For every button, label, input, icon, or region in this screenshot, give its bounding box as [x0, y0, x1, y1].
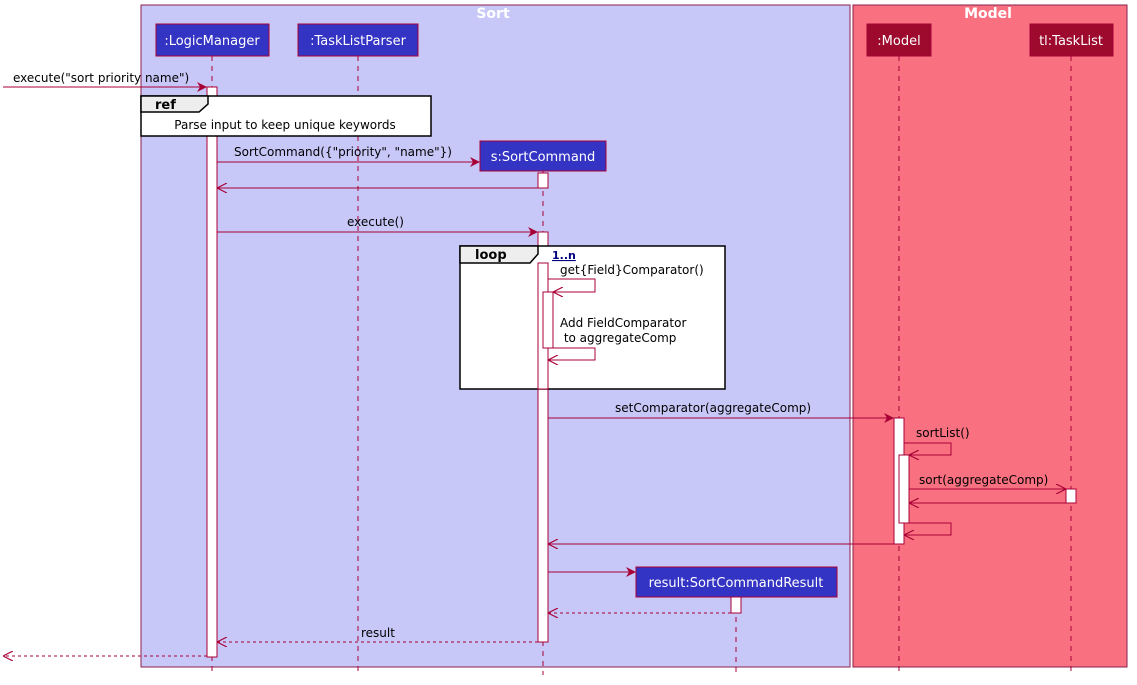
group-model: Model [852, 4, 1128, 668]
ref-frame-text: Parse input to keep unique keywords [174, 118, 395, 132]
arrow-sort-list [904, 442, 952, 455]
message-execute-sort: execute("sort priority name") [13, 71, 189, 85]
messages [3, 82, 1066, 656]
message-sort-list: sortList() [916, 426, 970, 440]
message-execute: execute() [347, 215, 404, 229]
loop-frame-guard: 1..n [552, 249, 576, 262]
message-get-field-comparator: get{Field}Comparator() [560, 263, 704, 277]
loop-frame-label: loop [475, 248, 507, 263]
participant-sort-command-result: result:SortCommandResult [635, 566, 838, 598]
activation-task-list [1065, 488, 1077, 504]
activation-sort-command-execute [537, 231, 549, 643]
arrow-add-field-comparator [549, 347, 596, 360]
participant-sort-command-label: s:SortCommand [491, 150, 596, 165]
ref-frame: ref Parse input to keep unique keywords [140, 95, 432, 137]
activation-logic-manager [206, 86, 218, 658]
message-labels: execute("sort priority name") SortComman… [13, 71, 1048, 640]
participant-logic-manager-label: :LogicManager [164, 34, 260, 49]
arrow-return-sort-list [905, 522, 952, 535]
participant-task-list: tl:TaskList [1029, 23, 1114, 57]
message-add-field-comparator-line2: to aggregateComp [560, 331, 676, 345]
activation-sort-command-init [537, 172, 549, 189]
activation-sort-command-result [730, 596, 742, 614]
message-create-sort-command: SortCommand({"priority", "name"}) [234, 145, 452, 159]
participant-task-list-parser: :TaskListParser [297, 23, 419, 57]
participant-task-list-parser-label: :TaskListParser [310, 34, 406, 49]
message-add-field-comparator-line1: Add FieldComparator [560, 316, 686, 330]
participant-model: :Model [866, 23, 932, 57]
participant-sort-command-result-label: result:SortCommandResult [649, 576, 824, 591]
message-set-comparator: setComparator(aggregateComp) [615, 401, 811, 415]
group-model-title: Model [964, 6, 1012, 22]
participant-model-label: :Model [877, 34, 920, 49]
message-sort-aggregate: sort(aggregateComp) [919, 473, 1048, 487]
participant-sort-command: s:SortCommand [479, 140, 607, 172]
participant-logic-manager: :LogicManager [155, 23, 270, 57]
group-sort-title: Sort [476, 6, 510, 22]
activation-sort-command-nested-overlay [542, 291, 554, 349]
arrow-get-field-comparator [548, 278, 596, 292]
participant-task-list-label: tl:TaskList [1039, 34, 1103, 49]
activation-model-nested [898, 454, 910, 524]
ref-frame-label: ref [155, 98, 176, 113]
message-result: result [361, 626, 395, 640]
loop-frame: loop 1..n [459, 245, 726, 390]
